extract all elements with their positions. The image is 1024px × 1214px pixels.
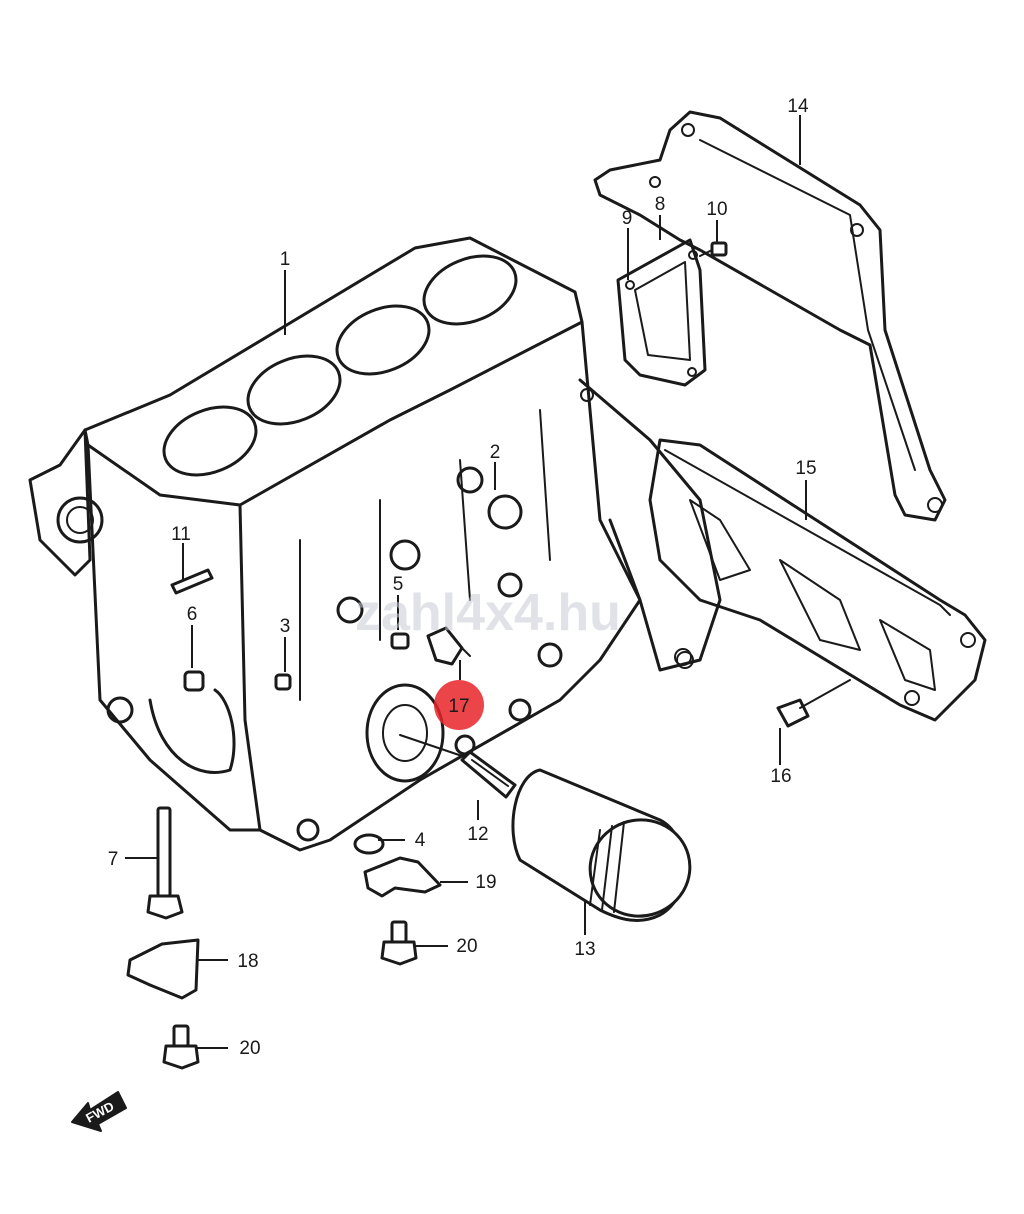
- callout-10[interactable]: 10: [706, 199, 727, 220]
- callout-11[interactable]: 11: [171, 524, 191, 545]
- part-12-stud: [399, 734, 517, 799]
- part-14-gasket-plate: [593, 110, 947, 522]
- part-11-bolt: [170, 568, 214, 595]
- fwd-direction-arrow: FWD: [71, 1091, 127, 1132]
- callout-7[interactable]: 7: [108, 849, 119, 870]
- part-19-bracket: [363, 856, 442, 898]
- part-10-bolt: [699, 241, 728, 257]
- part-20-bolt-upper: [380, 920, 418, 966]
- callout-3[interactable]: 3: [280, 616, 291, 637]
- callout-18[interactable]: 18: [237, 951, 258, 972]
- part-4-plug: [353, 833, 385, 855]
- watermark-text: zahl4x4.hu: [355, 584, 621, 642]
- callout-20-upper[interactable]: 20: [456, 936, 477, 957]
- callout-1[interactable]: 1: [280, 249, 291, 270]
- part-15-rail: [648, 438, 987, 722]
- part-17-highlight[interactable]: [434, 680, 484, 730]
- part-7-long-bolt: [146, 806, 184, 920]
- part-16-bolt: [776, 679, 851, 728]
- part-3-plug: [274, 673, 292, 691]
- callout-labels: 1 2 3 4 5 6 7 8 9 10 11 12 13 14 15 16 1…: [108, 96, 817, 1059]
- callout-8[interactable]: 8: [655, 194, 666, 215]
- part-1-cylinder-block: [28, 236, 722, 852]
- callout-5[interactable]: 5: [393, 574, 404, 595]
- part-6-plug: [183, 670, 205, 692]
- callout-16[interactable]: 16: [770, 766, 791, 787]
- leader-lines: [125, 115, 807, 1049]
- callout-6[interactable]: 6: [187, 604, 198, 625]
- part-13-oil-filter: [511, 768, 692, 922]
- callout-20-lower[interactable]: 20: [239, 1038, 260, 1059]
- callout-19[interactable]: 19: [475, 872, 496, 893]
- part-18-bracket: [126, 938, 200, 1000]
- watermark: zahl4x4.hu: [355, 584, 621, 642]
- callout-14[interactable]: 14: [787, 96, 809, 117]
- callout-4[interactable]: 4: [415, 830, 426, 851]
- callout-13[interactable]: 13: [574, 939, 595, 960]
- part-8-9-gasket: [616, 238, 707, 387]
- part-5-plug: [390, 632, 410, 650]
- callout-2[interactable]: 2: [490, 442, 501, 463]
- callout-15[interactable]: 15: [795, 458, 816, 479]
- part-20-bolt-lower: [162, 1024, 200, 1070]
- callout-17[interactable]: 17: [448, 696, 469, 717]
- part-17-oil-pressure-switch: [426, 626, 471, 666]
- callout-9[interactable]: 9: [622, 208, 633, 229]
- callout-12[interactable]: 12: [467, 824, 488, 845]
